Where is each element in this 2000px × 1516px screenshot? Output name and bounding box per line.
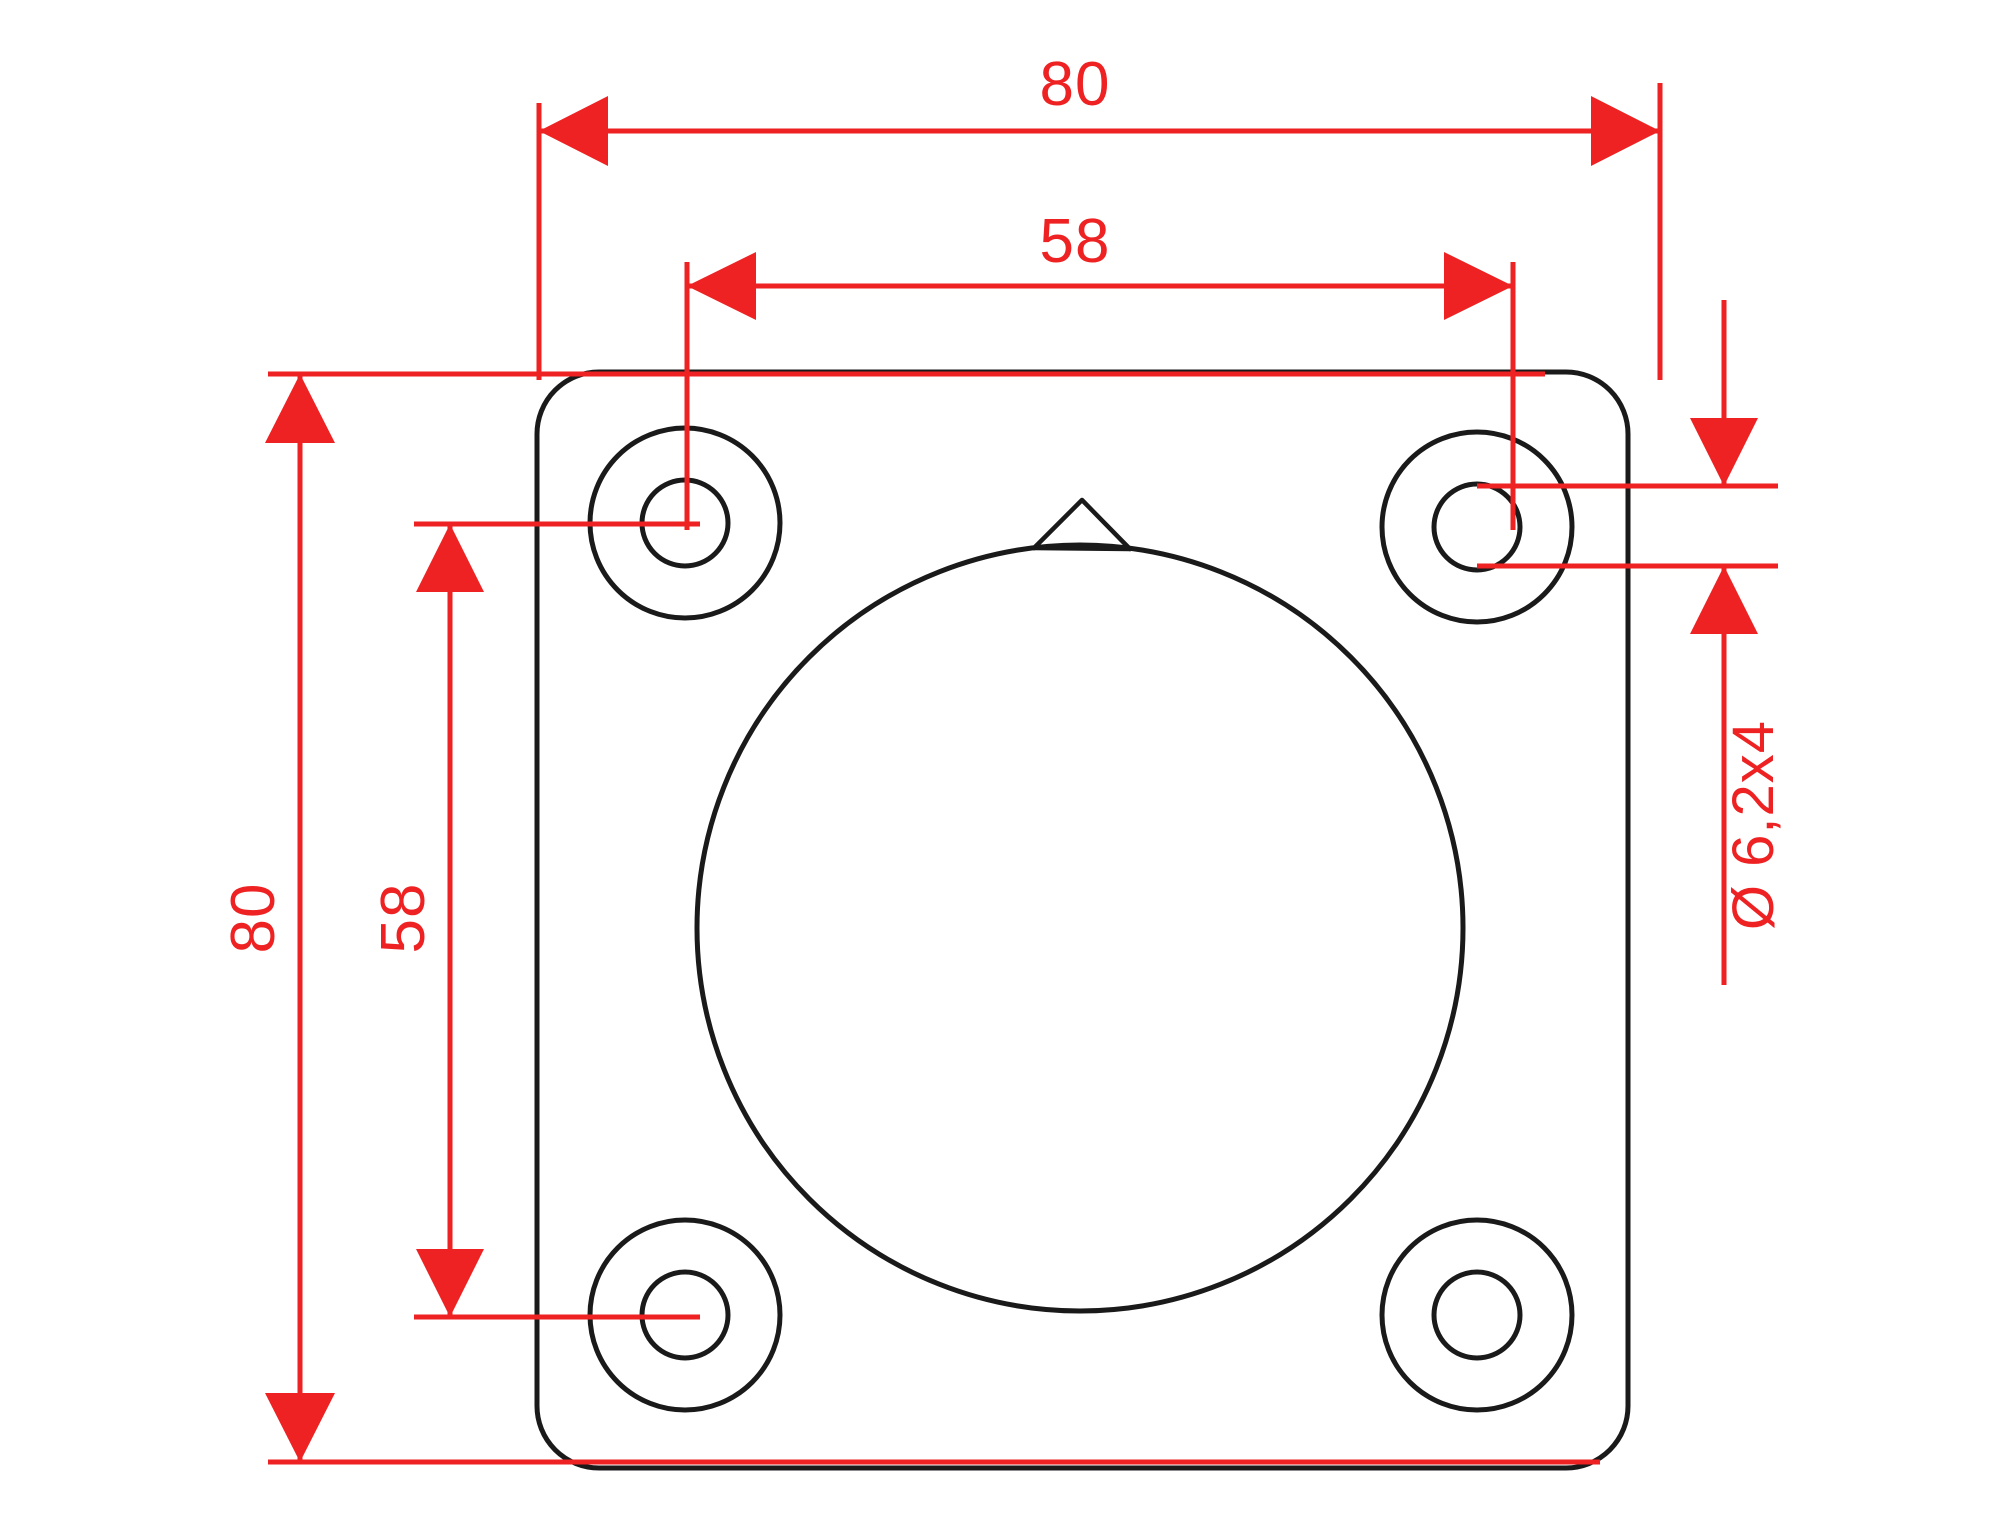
dimension-hole-spacing-horizontal: 58 <box>684 207 1516 530</box>
callout-hole-diameter: Ø 6,2x4 <box>1477 300 1786 985</box>
hole-bottom-right-inner <box>1431 1269 1523 1361</box>
hole-top-right-outer <box>1379 429 1575 625</box>
hole-top-right <box>1379 429 1575 625</box>
hole-bottom-right-outer <box>1379 1217 1575 1413</box>
hole-spacing-x-label: 58 <box>1040 207 1111 276</box>
dimension-hole-spacing-vertical: 58 <box>369 521 700 1320</box>
overall-height-label: 80 <box>219 883 288 954</box>
hole-spacing-y-arrow-bottom <box>416 1249 484 1317</box>
overall-height-arrow-top <box>265 374 335 443</box>
hole-spacing-y-label: 58 <box>369 883 438 954</box>
hole-diameter-label: Ø 6,2x4 <box>1721 720 1786 930</box>
key-notch-icon <box>1031 497 1133 552</box>
hole-bottom-right <box>1379 1217 1575 1413</box>
overall-width-arrow-right <box>1591 96 1660 166</box>
overall-width-arrow-left <box>539 96 608 166</box>
key-notch-base <box>1031 545 1133 552</box>
hole-top-right-inner <box>1431 481 1523 573</box>
part-outline-group <box>534 369 1631 1471</box>
hole-spacing-x-arrow-right <box>1444 252 1513 320</box>
dimension-overall-height: 80 <box>219 371 1600 1465</box>
overall-height-arrow-bottom <box>265 1393 335 1462</box>
dimension-overall-width: 80 <box>536 50 1663 380</box>
hole-diameter-arrow-upper <box>1690 418 1758 486</box>
hole-diameter-arrow-lower <box>1690 566 1758 634</box>
hole-spacing-y-arrow-top <box>416 524 484 592</box>
center-bore <box>694 542 1466 1314</box>
hole-spacing-x-arrow-left <box>687 252 756 320</box>
overall-width-label: 80 <box>1040 50 1111 119</box>
